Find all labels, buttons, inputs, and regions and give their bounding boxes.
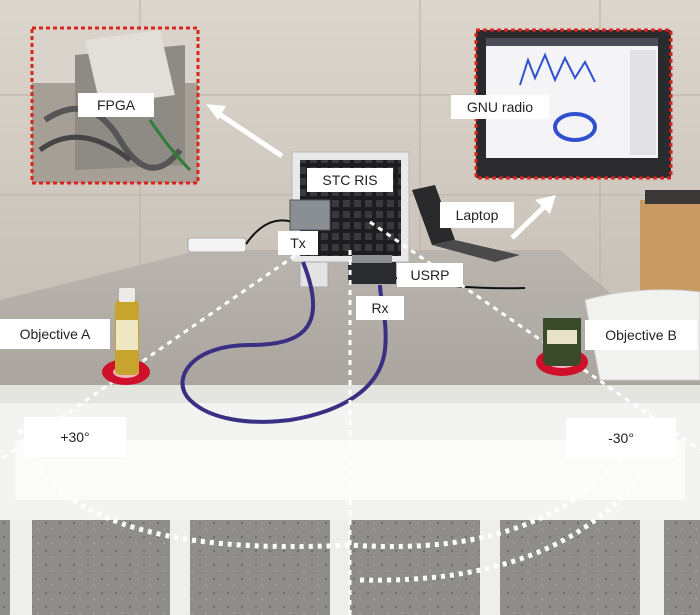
label-laptop: Laptop xyxy=(440,202,514,228)
label-usrp: USRP xyxy=(397,263,463,287)
table-legs xyxy=(10,520,664,615)
ris-module xyxy=(289,199,331,231)
power-strip xyxy=(187,237,247,253)
constellation-ring xyxy=(553,112,597,142)
arrow-to-gnu-radio xyxy=(510,195,556,240)
label-fpga: FPGA xyxy=(78,93,154,117)
beam-lines xyxy=(0,220,700,615)
label-gnu-radio: GNU radio xyxy=(451,95,549,119)
arrow-to-fpga xyxy=(206,104,284,159)
label-stc-ris: STC RIS xyxy=(307,168,393,192)
usrp-device xyxy=(348,262,396,284)
label-angle-negative: -30° xyxy=(566,418,676,458)
laptop-screen xyxy=(412,185,455,245)
laptop-base xyxy=(432,240,520,262)
label-rx: Rx xyxy=(356,296,404,320)
label-objective-a: Objective A xyxy=(0,319,110,349)
label-objective-b: Objective B xyxy=(585,320,697,350)
spectrum-trace xyxy=(519,52,596,86)
tx-cable xyxy=(180,261,388,424)
label-tx: Tx xyxy=(278,231,318,255)
label-angle-positive: +30° xyxy=(24,417,126,457)
angle-arc xyxy=(17,428,643,550)
fpga-inset xyxy=(30,26,200,185)
